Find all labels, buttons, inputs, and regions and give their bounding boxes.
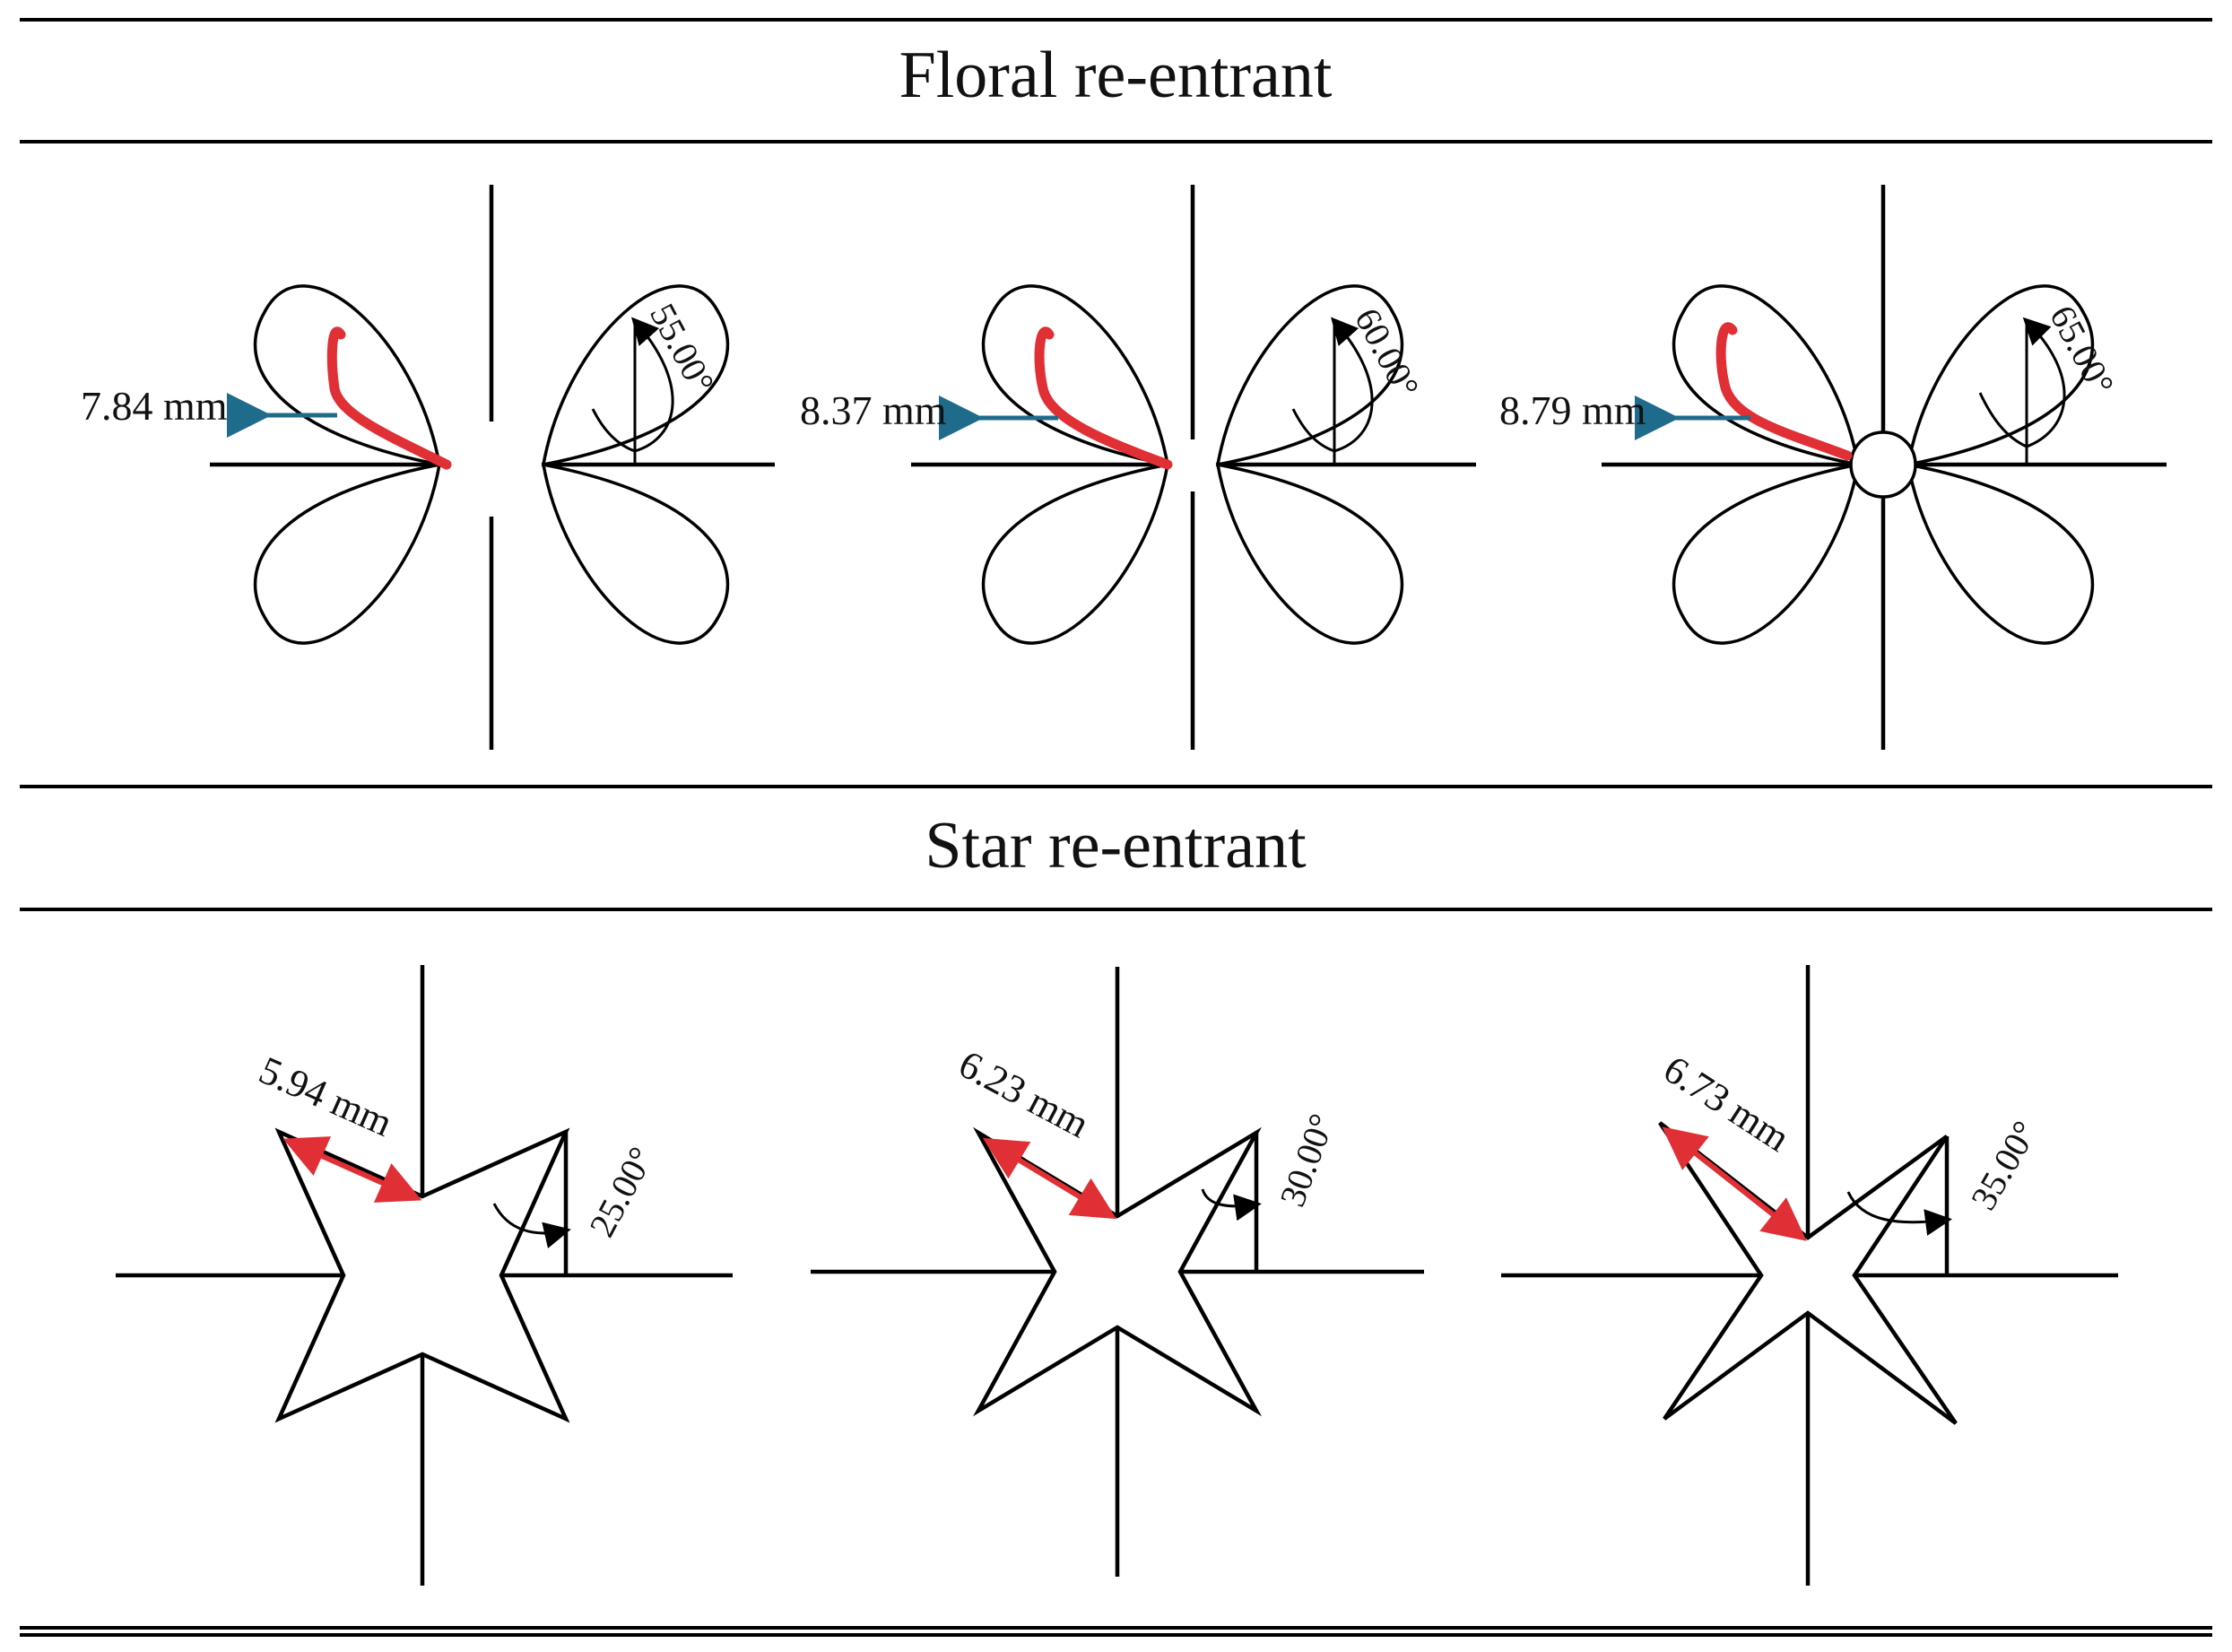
highlight-petal-edge (1715, 322, 1853, 461)
highlight-petal-edge (326, 326, 452, 470)
section-title-star: Star re-entrant (925, 809, 1307, 883)
star-unit-3 (1501, 965, 2118, 1586)
floral-length-1: 7.84 mm (81, 383, 228, 429)
star-angle-1: 25.00° (581, 1141, 661, 1244)
star-unit-2 (811, 967, 1424, 1577)
star-angle-3: 35.00° (1963, 1114, 2045, 1216)
star-length-1: 5.94 mm (253, 1048, 399, 1144)
length-arrow (282, 1136, 422, 1203)
floral-unit-3 (1602, 185, 2167, 750)
floral-length-3: 8.79 mm (1499, 387, 1646, 433)
length-arrow (982, 1137, 1117, 1220)
star-length-2: 6.23 mm (951, 1042, 1096, 1147)
highlight-petal-edge (1034, 326, 1173, 470)
star-angle-2: 30.00° (1272, 1109, 1342, 1212)
floral-unit-1 (210, 185, 775, 750)
floral-length-2: 8.37 mm (800, 387, 947, 433)
floral-unit-2 (911, 185, 1476, 750)
length-arrow (1662, 1126, 1807, 1241)
section-title-floral: Floral re-entrant (899, 39, 1333, 112)
star-unit-1 (116, 965, 733, 1586)
